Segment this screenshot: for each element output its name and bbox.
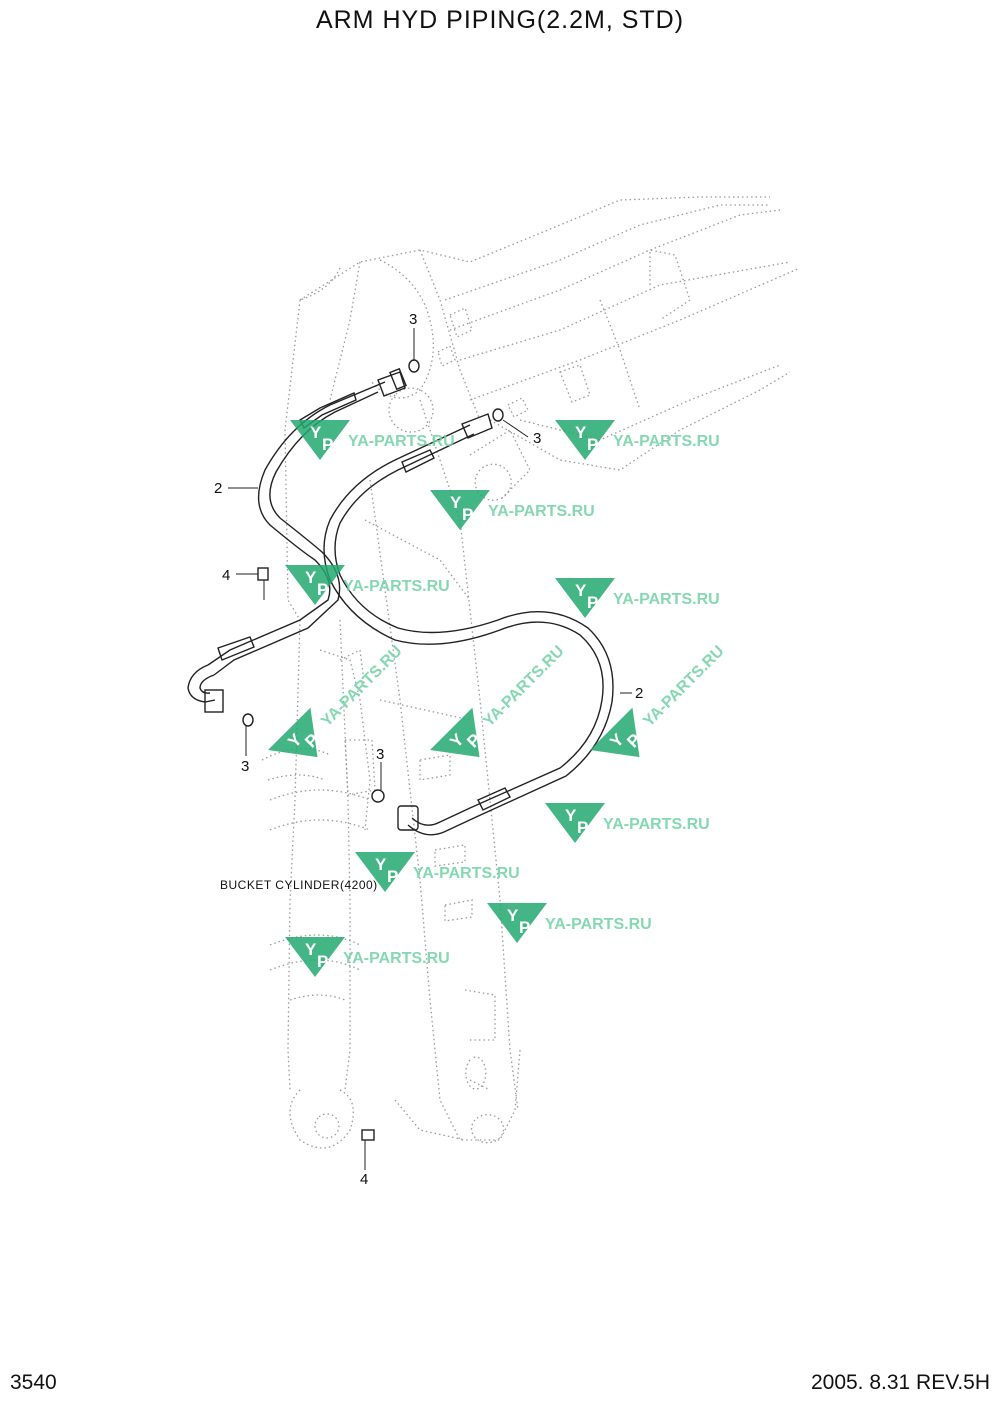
svg-text:P: P — [322, 435, 333, 454]
watermark: Y P YA-PARTS.RU — [355, 852, 520, 892]
svg-text:Y: Y — [575, 581, 587, 600]
svg-text:YA-PARTS.RU: YA-PARTS.RU — [343, 950, 450, 967]
svg-text:Y: Y — [305, 568, 317, 587]
bucket-cylinder-caption: BUCKET CYLINDER(4200) — [220, 878, 378, 892]
callout-3-upper: 3 — [409, 311, 417, 328]
watermark: Y P YA-PARTS.RU — [285, 937, 450, 977]
page-title: ARM HYD PIPING(2.2M, STD) — [315, 6, 685, 34]
hose-lower — [323, 413, 614, 836]
svg-text:YA-PARTS.RU: YA-PARTS.RU — [603, 816, 710, 833]
revision-date: 2005. 8.31 REV.5H — [810, 1371, 990, 1394]
watermark: Y P YA-PARTS.RU — [290, 420, 455, 460]
page-number: 3540 — [10, 1371, 57, 1394]
svg-text:Y: Y — [310, 423, 322, 442]
callout-3-lower-mid: 3 — [376, 746, 384, 763]
svg-text:YA-PARTS.RU: YA-PARTS.RU — [613, 433, 720, 450]
svg-text:P: P — [587, 593, 598, 612]
callout-2-right: 2 — [635, 685, 643, 702]
svg-text:P: P — [387, 867, 398, 886]
svg-text:P: P — [317, 952, 328, 971]
svg-text:P: P — [587, 435, 598, 454]
watermark: Y P YA-PARTS.RU — [430, 643, 568, 758]
leader-lines — [228, 328, 632, 1170]
svg-text:YA-PARTS.RU: YA-PARTS.RU — [640, 643, 727, 730]
watermark: Y P YA-PARTS.RU — [268, 643, 406, 758]
callout-labels: 3 3 2 4 2 3 3 4 BUCKET CYLINDER(4200) — [214, 311, 643, 1188]
watermarks: Y P YA-PARTS.RU Y P YA-PARTS.RU Y P YA-P… — [268, 420, 728, 977]
watermark: Y P YA-PARTS.RU — [545, 803, 710, 843]
svg-text:P: P — [577, 818, 588, 837]
svg-text:YA-PARTS.RU: YA-PARTS.RU — [413, 865, 520, 882]
callout-3-lower-left: 3 — [241, 758, 249, 775]
svg-text:Y: Y — [575, 423, 587, 442]
svg-text:YA-PARTS.RU: YA-PARTS.RU — [343, 578, 450, 595]
watermark: Y P YA-PARTS.RU — [555, 420, 720, 460]
svg-text:YA-PARTS.RU: YA-PARTS.RU — [613, 591, 720, 608]
callout-4-lower: 4 — [360, 1171, 368, 1188]
watermark: Y P YA-PARTS.RU — [430, 490, 595, 530]
svg-text:P: P — [519, 918, 530, 937]
callout-2-left: 2 — [214, 480, 222, 497]
callout-4-upper: 4 — [222, 567, 230, 584]
watermark: Y P YA-PARTS.RU — [285, 565, 450, 605]
arm-outline — [261, 196, 801, 1149]
watermark: Y P YA-PARTS.RU — [555, 578, 720, 618]
svg-text:YA-PARTS.RU: YA-PARTS.RU — [480, 643, 567, 730]
svg-text:YA-PARTS.RU: YA-PARTS.RU — [488, 503, 595, 520]
svg-text:YA-PARTS.RU: YA-PARTS.RU — [348, 433, 455, 450]
svg-text:YA-PARTS.RU: YA-PARTS.RU — [545, 916, 652, 933]
svg-text:Y: Y — [375, 855, 387, 874]
svg-text:P: P — [462, 505, 473, 524]
svg-text:Y: Y — [450, 493, 462, 512]
svg-text:Y: Y — [305, 940, 317, 959]
svg-text:P: P — [317, 580, 328, 599]
watermark: Y P YA-PARTS.RU — [487, 903, 652, 943]
callout-3-right: 3 — [533, 430, 541, 447]
svg-text:Y: Y — [565, 806, 577, 825]
svg-text:Y: Y — [507, 906, 519, 925]
